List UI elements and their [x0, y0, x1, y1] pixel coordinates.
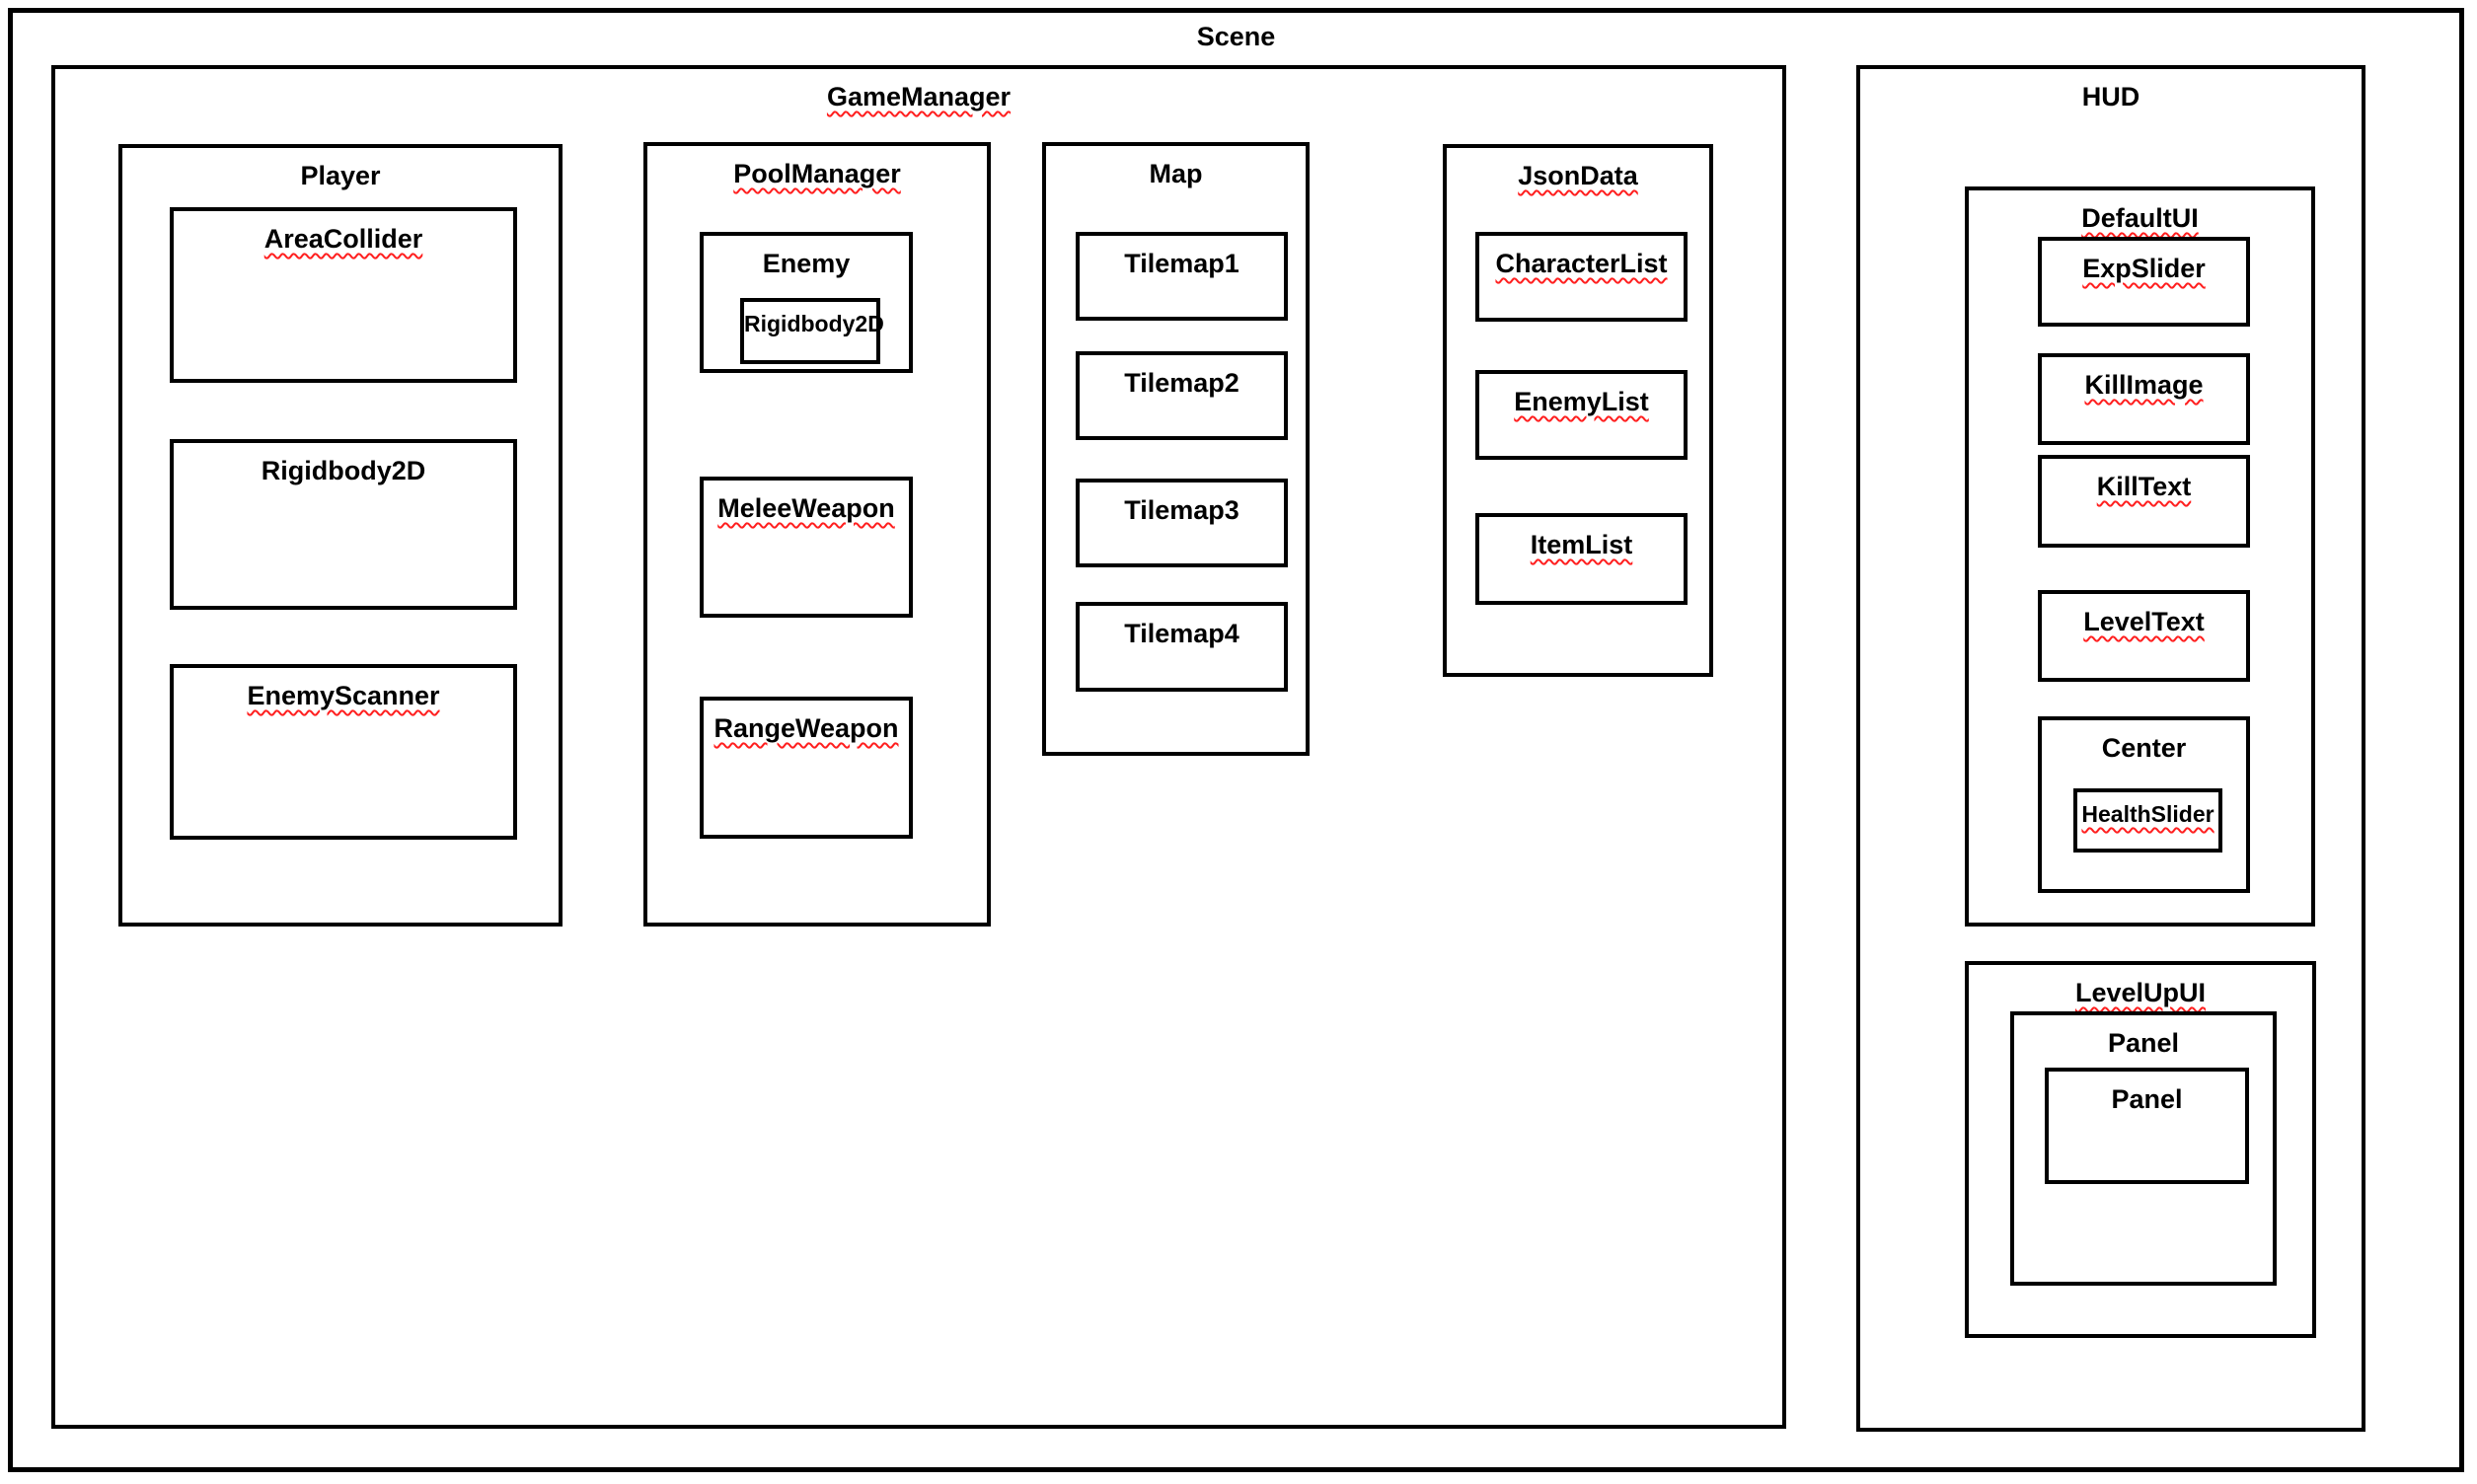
enemy-label: Enemy [762, 249, 851, 278]
character-list-label: CharacterList [1495, 249, 1668, 278]
item-list-label: ItemList [1530, 530, 1633, 559]
hud-label: HUD [2081, 82, 2140, 111]
tilemap3-label: Tilemap3 [1124, 495, 1239, 525]
tilemap3-node: Tilemap3 [1076, 479, 1288, 567]
hud-node: HUD DefaultUI ExpSlider KillImage KillTe… [1856, 65, 2365, 1432]
kill-text-node: KillText [2038, 455, 2250, 548]
enemy-scanner-node: EnemyScanner [170, 664, 517, 840]
area-collider-node: AreaCollider [170, 207, 517, 383]
json-data-node: JsonData CharacterList EnemyList ItemLis… [1443, 144, 1713, 677]
exp-slider-label: ExpSlider [2082, 254, 2206, 283]
item-list-node: ItemList [1475, 513, 1688, 605]
scene-label: Scene [1196, 22, 1276, 51]
tilemap4-node: Tilemap4 [1076, 602, 1288, 692]
player-rigidbody2d-label: Rigidbody2D [261, 456, 426, 485]
enemy-rigidbody2d-node: Rigidbody2D [740, 298, 884, 364]
panel-node: Panel Panel [2010, 1011, 2277, 1286]
exp-slider-node: ExpSlider [2038, 237, 2250, 327]
enemy-list-node: EnemyList [1475, 370, 1688, 460]
json-data-label: JsonData [1518, 161, 1638, 190]
tilemap4-label: Tilemap4 [1124, 619, 1239, 648]
panel-inner-label: Panel [2111, 1084, 2183, 1114]
tilemap2-node: Tilemap2 [1076, 351, 1288, 440]
level-text-label: LevelText [2083, 607, 2205, 636]
enemy-node: Enemy Rigidbody2D [700, 232, 913, 373]
enemy-rigidbody2d-label: Rigidbody2D [744, 311, 884, 336]
tilemap2-label: Tilemap2 [1124, 368, 1239, 398]
panel-inner-node: Panel [2045, 1068, 2249, 1184]
tilemap1-label: Tilemap1 [1124, 249, 1239, 278]
melee-weapon-label: MeleeWeapon [717, 493, 895, 523]
level-text-node: LevelText [2038, 590, 2250, 682]
range-weapon-node: RangeWeapon [700, 697, 913, 839]
kill-image-label: KillImage [2084, 370, 2204, 400]
player-node: Player AreaCollider Rigidbody2D EnemySca… [118, 144, 563, 927]
character-list-node: CharacterList [1475, 232, 1688, 322]
enemy-list-label: EnemyList [1514, 387, 1649, 416]
default-ui-label: DefaultUI [2081, 203, 2199, 233]
health-slider-label: HealthSlider [2081, 801, 2214, 827]
health-slider-node: HealthSlider [2073, 788, 2222, 853]
map-node: Map Tilemap1 Tilemap2 Tilemap3 Tilemap4 [1042, 142, 1310, 756]
kill-image-node: KillImage [2038, 353, 2250, 445]
melee-weapon-node: MeleeWeapon [700, 477, 913, 618]
game-manager-label: GameManager [826, 82, 1012, 111]
center-node: Center HealthSlider [2038, 716, 2250, 893]
player-rigidbody2d-node: Rigidbody2D [170, 439, 517, 610]
center-label: Center [2101, 733, 2187, 763]
level-up-ui-node: LevelUpUI Panel Panel [1965, 961, 2316, 1338]
default-ui-node: DefaultUI ExpSlider KillImage KillText L… [1965, 186, 2315, 927]
map-label: Map [1149, 159, 1203, 188]
panel-label: Panel [2107, 1028, 2180, 1058]
pool-manager-node: PoolManager Enemy Rigidbody2D MeleeWeapo… [643, 142, 991, 927]
range-weapon-label: RangeWeapon [713, 713, 899, 743]
level-up-ui-label: LevelUpUI [2074, 978, 2207, 1007]
enemy-scanner-label: EnemyScanner [247, 681, 440, 710]
tilemap1-node: Tilemap1 [1076, 232, 1288, 321]
area-collider-label: AreaCollider [263, 224, 423, 254]
pool-manager-label: PoolManager [733, 159, 901, 188]
scene-node: Scene GameManager Player AreaCollider Ri… [8, 8, 2464, 1472]
game-manager-node: GameManager Player AreaCollider Rigidbod… [51, 65, 1786, 1429]
player-label: Player [300, 161, 381, 190]
kill-text-label: KillText [2096, 472, 2192, 501]
